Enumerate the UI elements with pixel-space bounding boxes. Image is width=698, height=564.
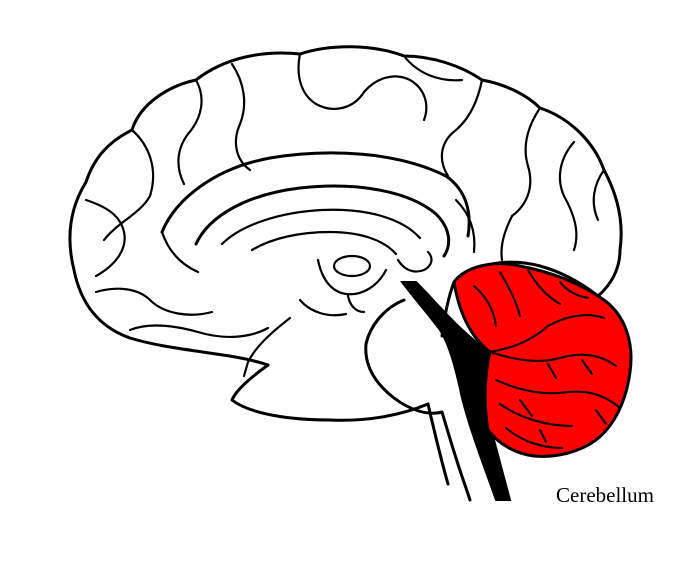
- temporal-lobe-outline: [230, 363, 430, 422]
- pons: [364, 298, 444, 415]
- corpus-callosum: [160, 151, 471, 274]
- cerebral-gyri: [84, 52, 606, 339]
- cerebellum: [452, 262, 633, 458]
- brainstem: [426, 402, 472, 502]
- cerebellum-label: Cerebellum: [556, 483, 654, 507]
- thalamus: [242, 250, 433, 378]
- fourth-ventricle: [399, 281, 512, 501]
